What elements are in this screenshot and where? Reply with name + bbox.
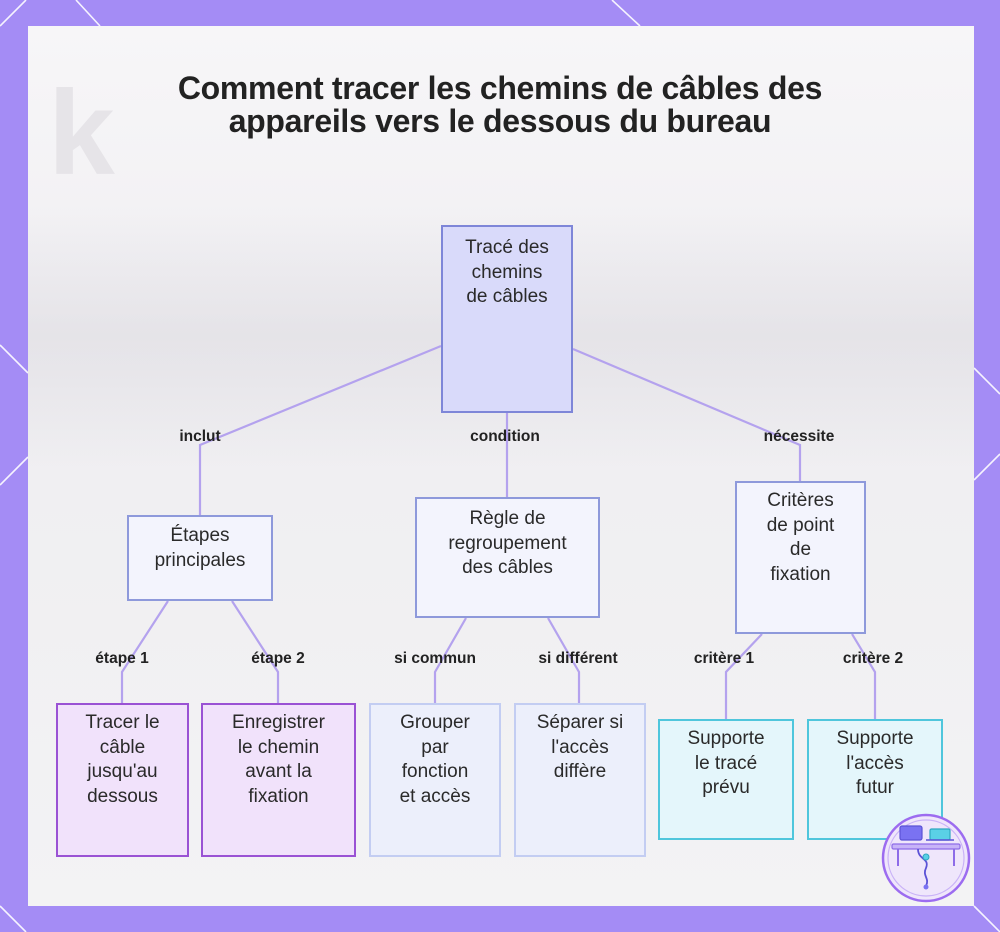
edge-regle-grouper	[433, 617, 467, 703]
node-supporte-acces: Supporte l'accès futur	[807, 719, 943, 840]
node-supporte-trace: Supporte le tracé prévu	[658, 719, 794, 840]
edge-label-critere2: critère 2	[842, 650, 904, 667]
node-grouper-text: Grouper par fonction et accès	[399, 712, 471, 807]
edge-label-etape1: étape 1	[95, 650, 149, 667]
edge-criteres-supporte-acces	[851, 633, 877, 719]
edge-label-si-different: si différent	[538, 650, 618, 667]
edge-regle-separer	[547, 617, 581, 703]
edge-label-condition: condition	[470, 428, 540, 445]
edge-label-inclut: inclut	[179, 428, 221, 445]
desk-cable-logo-icon	[881, 813, 971, 903]
edge-etapes-enregistrer	[231, 600, 280, 703]
node-regle-text: Règle de regroupement des câbles	[448, 508, 567, 578]
node-criteres: Critères de point de fixation	[735, 481, 866, 634]
node-grouper: Grouper par fonction et accès	[369, 703, 501, 857]
background-watermark-letter: k	[48, 66, 115, 200]
edge-criteres-supporte-trace	[724, 633, 763, 719]
node-enregistrer: Enregistrer le chemin avant la fixation	[201, 703, 356, 857]
node-root: Tracé des chemins de câbles	[441, 225, 573, 413]
node-separer-text: Séparer si l'accès diffère	[536, 712, 624, 782]
node-etapes-text: Étapes principales	[154, 525, 246, 571]
edge-root-criteres	[572, 347, 802, 481]
edge-label-necessite: nécessite	[763, 428, 835, 445]
node-criteres-text: Critères de point de fixation	[766, 490, 835, 585]
node-supporte-trace-text: Supporte le tracé prévu	[687, 728, 765, 798]
edge-etapes-tracer	[120, 600, 169, 703]
node-separer: Séparer si l'accès diffère	[514, 703, 646, 857]
node-root-text: Tracé des chemins de câbles	[465, 237, 549, 307]
node-tracer-text: Tracer le câble jusqu'au dessous	[85, 712, 160, 807]
edge-label-etape2: étape 2	[251, 650, 305, 667]
edge-root-etapes	[198, 344, 442, 515]
edge-label-critere1: critère 1	[693, 650, 755, 667]
node-regle: Règle de regroupement des câbles	[415, 497, 600, 618]
diagram-title: Comment tracer les chemins de câbles des…	[177, 70, 823, 139]
edge-label-si-commun: si commun	[394, 650, 476, 667]
node-enregistrer-text: Enregistrer le chemin avant la fixation	[232, 712, 325, 807]
node-supporte-acces-text: Supporte l'accès futur	[836, 728, 914, 798]
node-tracer: Tracer le câble jusqu'au dessous	[56, 703, 189, 857]
node-etapes: Étapes principales	[127, 515, 273, 601]
